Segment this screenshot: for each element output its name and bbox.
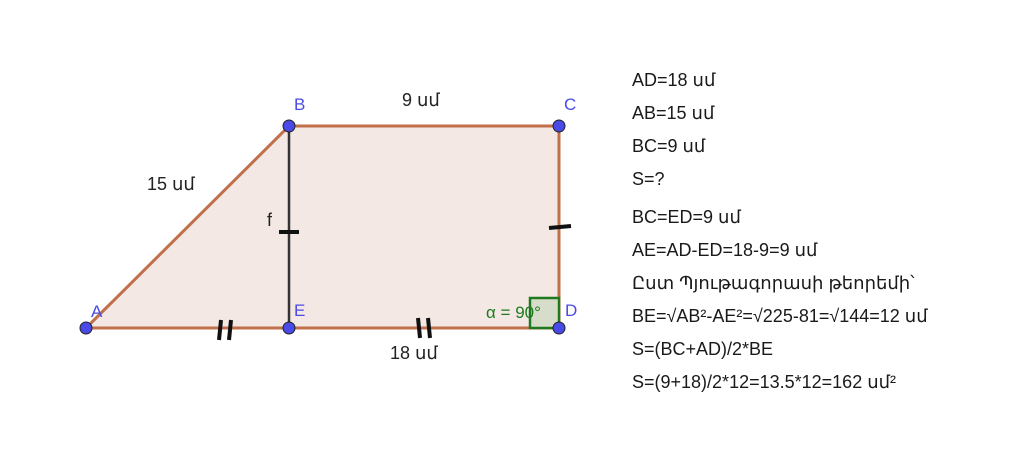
- solution-line: BC=ED=9 սմ: [632, 207, 741, 227]
- label-bc-length: 9 սմ: [402, 90, 440, 110]
- solution-text: AD=18 սմ AB=15 սմ BC=9 սմ S=? BC=ED=9 սմ…: [632, 64, 928, 399]
- label-b: B: [294, 95, 305, 114]
- solution-line: BE=√AB²-AE²=√225-81=√144=12 սմ: [632, 306, 928, 326]
- label-c: C: [564, 95, 576, 114]
- vertices[interactable]: [79, 119, 566, 335]
- solution-line: Ըստ Պյութագորասի թեորեմի՝: [632, 273, 915, 293]
- point-e[interactable]: [282, 321, 296, 335]
- label-ab-length: 15 սմ: [147, 174, 195, 194]
- solution-line: BC=9 սմ: [632, 136, 706, 156]
- double-tick-ae: [217, 319, 233, 341]
- label-d: D: [565, 301, 577, 320]
- label-a: A: [91, 302, 103, 321]
- label-segment-f: f: [267, 210, 273, 230]
- tick-cd: [548, 224, 572, 230]
- label-e: E: [294, 301, 305, 320]
- solution-line: AE=AD-ED=18-9=9 սմ: [632, 240, 818, 260]
- label-angle-alpha: α = 90°: [486, 303, 541, 322]
- trapezoid-abcd: [82, 124, 561, 330]
- point-c[interactable]: [552, 119, 566, 133]
- solution-line: S=?: [632, 169, 665, 189]
- point-b[interactable]: [282, 119, 296, 133]
- solution-line: AD=18 սմ: [632, 70, 716, 90]
- solution-line: AB=15 սմ: [632, 103, 715, 123]
- right-angle-marker: [528, 296, 561, 330]
- double-tick-ed: [416, 317, 432, 339]
- label-ad-length: 18 սմ: [390, 343, 438, 363]
- solution-line: S=(9+18)/2*12=13.5*12=162 սմ²: [632, 372, 897, 392]
- point-a[interactable]: [79, 321, 93, 335]
- solution-line: S=(BC+AD)/2*BE: [632, 339, 774, 359]
- point-d[interactable]: [552, 321, 566, 335]
